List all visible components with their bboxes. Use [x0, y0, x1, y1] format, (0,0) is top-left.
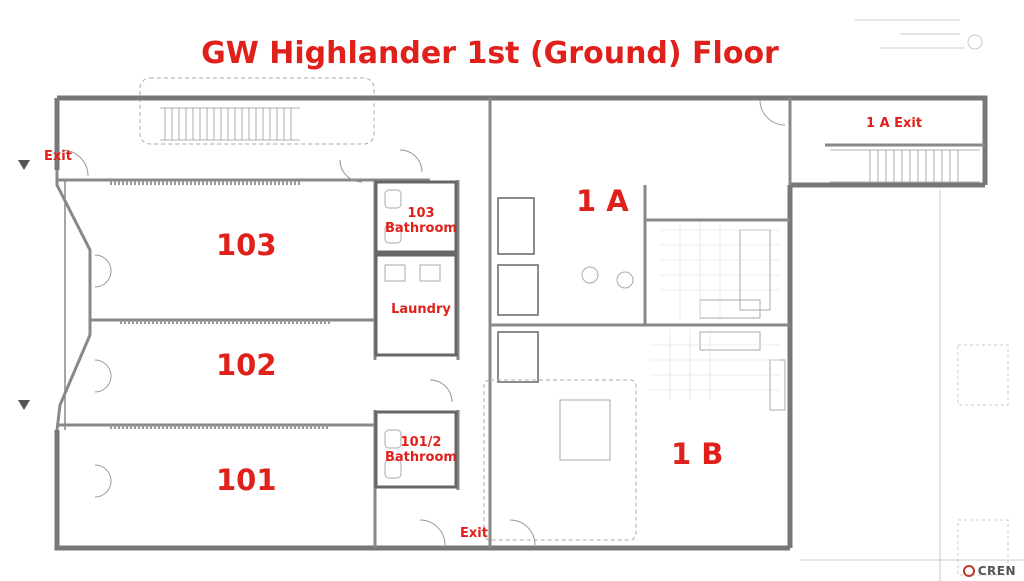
unit-1a-label: 1 A — [576, 184, 629, 218]
bathroom-blocks — [374, 180, 539, 489]
bathroom-103-label: 103 Bathroom — [381, 206, 461, 236]
stairs-right — [830, 149, 980, 183]
hatched-walls — [110, 181, 330, 429]
room-102-label: 102 — [216, 348, 277, 382]
tiled-floors — [650, 222, 780, 400]
exit-markers — [18, 160, 30, 410]
stairs-left — [160, 107, 300, 141]
unit-1b-dashed — [483, 379, 637, 541]
unit-1b-label: 1 B — [671, 437, 724, 471]
exit-1a-label: 1 A Exit — [866, 116, 923, 131]
bathroom-101-label: 101/2 Bathroom — [381, 435, 461, 465]
cren-mark-icon — [962, 565, 975, 577]
exit-bottom-label: Exit — [460, 526, 488, 541]
exit-left-label: Exit — [44, 149, 72, 164]
room-101-label: 101 — [216, 463, 277, 497]
stair-outline — [139, 77, 375, 145]
exterior-walls — [54, 95, 988, 551]
bathroom-101-word: Bathroom — [385, 450, 457, 465]
laundry-label: Laundry — [391, 302, 451, 317]
bay-windows — [55, 170, 92, 431]
room-103-label: 103 — [216, 228, 277, 262]
bathroom-103-number: 103 — [407, 206, 435, 221]
site-lines — [800, 190, 1024, 581]
bathroom-101-number: 101/2 — [400, 435, 442, 450]
cren-logo-text: CREN — [977, 564, 1016, 578]
page-title: GW Highlander 1st (Ground) Floor — [201, 36, 779, 71]
bathroom-103-word: Bathroom — [385, 221, 457, 236]
drawing-notes — [855, 19, 983, 50]
door-swings — [61, 99, 786, 546]
cren-logo: CREN — [962, 564, 1016, 578]
